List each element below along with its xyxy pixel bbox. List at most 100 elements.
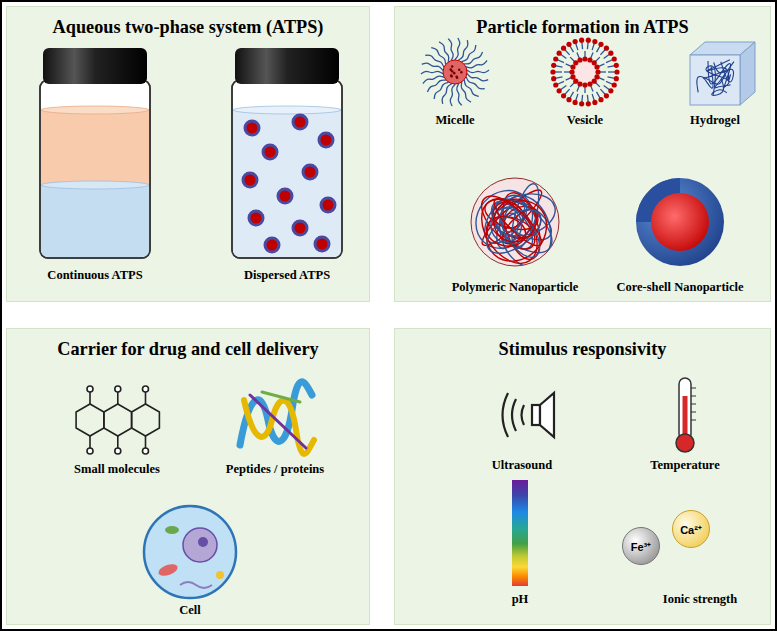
figure-caption: pH <box>512 592 529 607</box>
vesicle-figure <box>592 39 597 44</box>
micelle-figure <box>464 52 483 64</box>
molecule-icon <box>90 392 146 448</box>
vesicle-figure <box>553 82 558 87</box>
figure-caption: Cell <box>179 603 201 618</box>
ultrasound-icon <box>522 405 525 425</box>
micelle-figure <box>450 74 453 77</box>
ph-scale <box>512 480 528 586</box>
dispersed-droplets <box>245 121 259 135</box>
panel-title: Aqueous two-phase system (ATPS) <box>7 17 369 38</box>
vesicle-figure <box>604 46 609 51</box>
ion-circle-shape <box>673 511 710 548</box>
continuous-vial <box>43 48 147 84</box>
molecule-icon <box>76 386 159 454</box>
vesicle-figure <box>566 42 571 47</box>
panel-ground <box>394 328 771 625</box>
cell-figure <box>165 526 179 534</box>
molecule-icon <box>104 404 132 436</box>
vesicle-figure <box>598 42 603 47</box>
core-shell-nanoparticle <box>636 178 724 266</box>
micelle-figure <box>460 71 463 74</box>
hydrogel-figure <box>714 62 734 82</box>
continuous-vial <box>41 185 149 257</box>
molecule-icon <box>87 448 93 454</box>
ion-symbol: Fe³⁺ <box>631 539 652 554</box>
figure-caption: Hydrogel <box>690 113 740 128</box>
core-shell-nanoparticle <box>651 193 709 251</box>
vesicle-figure <box>561 46 566 51</box>
vesicle-figure <box>573 100 578 105</box>
figure-caption: Core-shell Nanoparticle <box>616 280 743 295</box>
vesicle-figure <box>608 88 613 93</box>
micelle-figure <box>450 75 453 78</box>
polymer-chains <box>464 179 561 274</box>
dispersed-vial <box>232 80 342 258</box>
micelle-figure <box>453 72 456 75</box>
molecule-icon <box>76 404 104 436</box>
polymer-chains <box>474 188 559 273</box>
dispersed-droplets <box>249 211 263 225</box>
micelle-figure <box>467 73 488 80</box>
vesicle-figure <box>595 69 600 74</box>
vesicle-figure <box>612 82 617 87</box>
panel-title: Carrier for drug and cell delivery <box>7 339 369 360</box>
hydrogel-figure <box>690 55 740 105</box>
vesicle-figure <box>608 51 613 56</box>
vesicle-figure <box>598 97 603 102</box>
vesicle-figure <box>586 101 591 106</box>
vesicle-figure <box>594 64 599 69</box>
ultrasound-icon <box>532 405 540 425</box>
vesicle-figure <box>577 57 582 62</box>
thermometer-icon <box>691 388 696 420</box>
continuous-vial <box>40 48 150 258</box>
molecule-icon <box>115 386 121 392</box>
micelle-figure <box>456 76 459 79</box>
panel: Aqueous two-phase system (ATPS) <box>6 6 370 302</box>
figure-caption: Continuous ATPS <box>47 268 142 283</box>
vesicle-figure <box>566 97 571 102</box>
vesicle-figure <box>553 56 558 61</box>
figure-caption: Micelle <box>436 113 475 128</box>
panel: Stimulus responsivityFe³⁺Ca²⁺ <box>394 328 771 625</box>
polymer-chains <box>473 187 544 258</box>
ion-circle: Fe³⁺ <box>621 526 661 566</box>
ion-circle-shape <box>623 528 660 565</box>
polymer-chains <box>488 193 546 251</box>
dispersed-vial <box>232 48 342 258</box>
micelle-figure <box>458 68 461 71</box>
continuous-vial <box>41 106 149 114</box>
micelle-figure <box>450 84 455 106</box>
micelle-figure <box>457 84 462 106</box>
micelle-figure <box>442 84 452 104</box>
thermometer-icon <box>679 378 691 440</box>
vesicle-figure <box>551 63 556 68</box>
cell-figure <box>216 571 224 579</box>
cell-figure <box>144 506 236 598</box>
dispersed-vial <box>232 80 342 258</box>
micelle-figure <box>443 60 467 84</box>
figure-caption: Small molecules <box>74 462 160 477</box>
micelle-figure <box>421 38 489 106</box>
vesicle-figure <box>579 101 584 106</box>
molecule-icon <box>132 404 160 436</box>
micelle-figure <box>427 80 446 92</box>
dispersed-vial <box>235 48 339 84</box>
panel: Particle formation in ATPS <box>394 6 771 302</box>
molecule-icon <box>115 448 121 454</box>
dispersed-droplets <box>303 165 317 179</box>
vesicle-figure <box>569 69 574 74</box>
vesicle-figure <box>592 100 597 105</box>
ultrasound-icon <box>540 393 554 437</box>
dispersed-droplets <box>278 189 292 203</box>
vesicle-figure <box>550 38 619 107</box>
panel-ground <box>6 6 771 625</box>
dispersed-droplets <box>315 237 329 251</box>
vesicle-figure <box>573 60 597 84</box>
figure-caption: Polymeric Nanoparticle <box>452 280 579 295</box>
dispersed-vial <box>233 106 341 114</box>
micelle-figure <box>458 40 468 60</box>
dispersed-droplets <box>319 133 333 147</box>
